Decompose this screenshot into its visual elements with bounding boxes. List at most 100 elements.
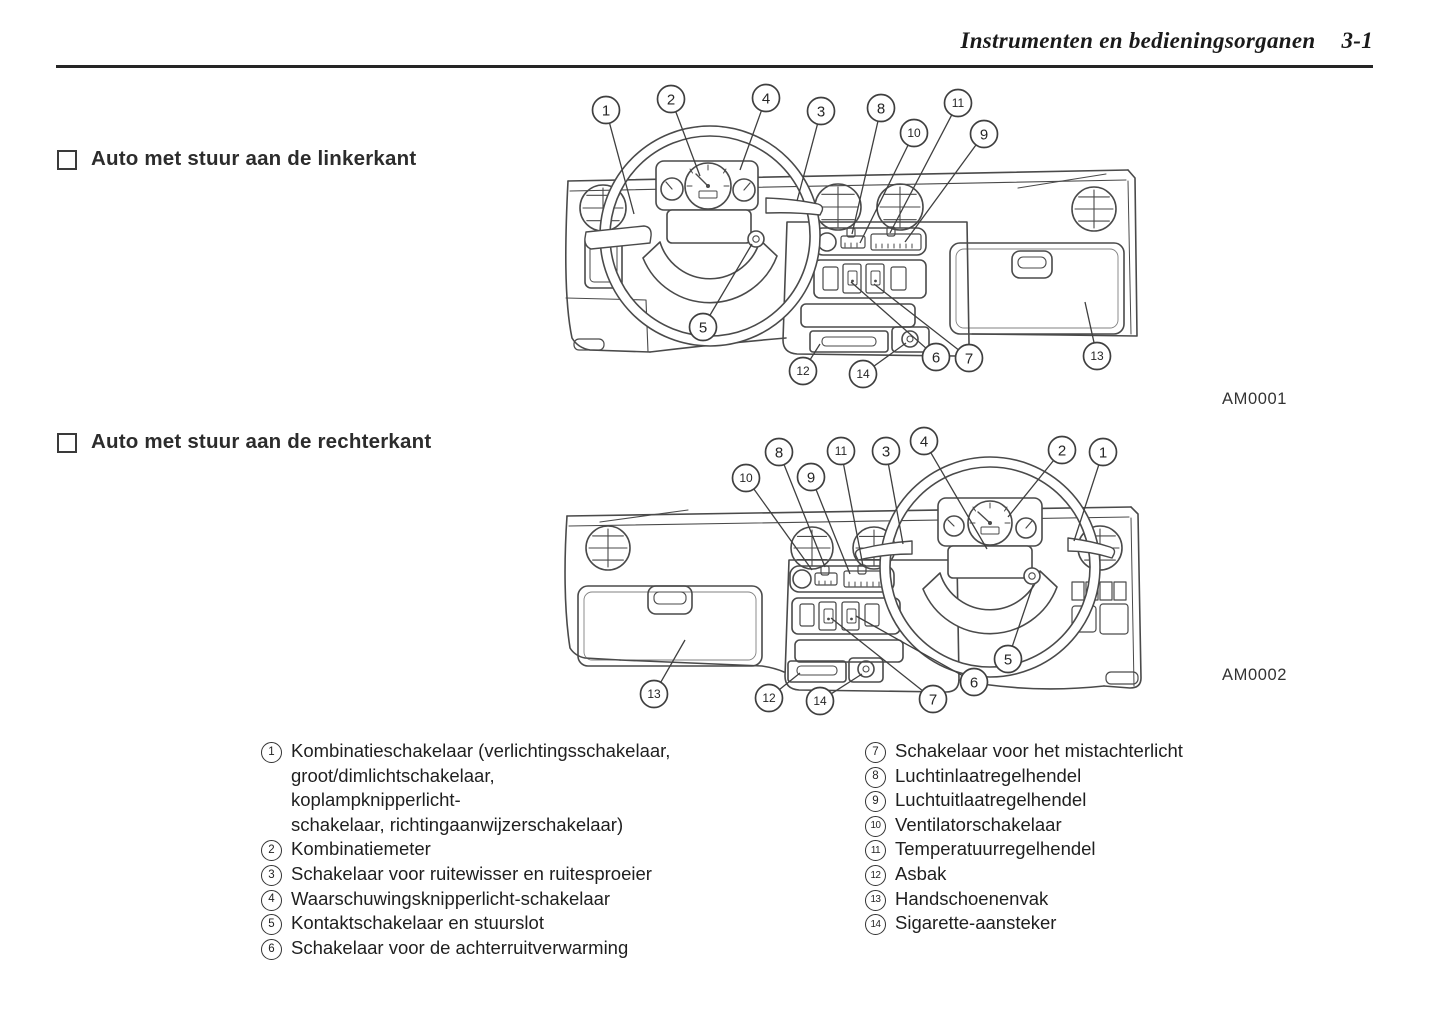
- callout-circle-4: [751, 83, 781, 113]
- ashtray: [787, 660, 847, 683]
- callout-leader-6: [855, 615, 963, 676]
- callout-circle-5: [688, 312, 718, 342]
- callout-leader-13: [660, 639, 686, 683]
- callout-leader-10: [859, 144, 909, 244]
- callout-leader-1: [1073, 464, 1100, 542]
- temp-gauge: [732, 178, 756, 202]
- legend-text-14: Sigarette-aansteker: [895, 912, 1057, 934]
- ashtray: [809, 330, 889, 353]
- glove-box: [949, 242, 1125, 335]
- callout-circle-10: [899, 118, 929, 148]
- callout-circle-6: [921, 342, 951, 372]
- callout-circle-10: [731, 463, 761, 493]
- callout-leader-3: [796, 123, 819, 202]
- callout-number-4: 4: [920, 433, 928, 450]
- callout-leader-11: [842, 464, 864, 567]
- page-number: 3-1: [1341, 28, 1373, 53]
- checkbox-square-icon: [57, 433, 77, 453]
- callout-circle-1: [591, 95, 621, 125]
- callout-number-3: 3: [882, 443, 890, 460]
- legend-number-12: 12: [865, 864, 886, 886]
- callout-number-12: 12: [762, 691, 776, 705]
- rear-foglight-switch: [818, 601, 837, 631]
- callout-circle-13: [1082, 341, 1112, 371]
- callout-circle-12: [754, 683, 784, 713]
- vent-slats: [1074, 189, 1114, 229]
- legend-number-11: 11: [865, 840, 886, 862]
- callout-number-11: 11: [952, 96, 965, 110]
- callout-number-13: 13: [1090, 349, 1104, 363]
- callout-circle-9: [969, 119, 999, 149]
- legend-item-8: 8 Luchtinlaatregelhendel: [865, 764, 1305, 789]
- callout-number-11: 11: [835, 444, 848, 458]
- header-rule: [56, 65, 1373, 68]
- legend-number-5: 5: [261, 914, 282, 936]
- speedometer: [967, 500, 1013, 546]
- callout-circle-2: [656, 84, 686, 114]
- callout-leader-1: [608, 122, 635, 215]
- callout-circle-4: [909, 426, 939, 456]
- callout-circle-3: [806, 96, 836, 126]
- callout-leader-12: [809, 343, 821, 360]
- callout-circle-12: [788, 356, 818, 386]
- heater-panel: [789, 565, 895, 593]
- steering-column-cover: [666, 209, 752, 244]
- legend-text-8: Luchtinlaatregelhendel: [895, 764, 1082, 786]
- legend-number-2: 2: [261, 840, 282, 862]
- vent-slats: [588, 528, 628, 568]
- callout-leader-4: [930, 452, 988, 550]
- callout-leader-8: [851, 121, 879, 235]
- cigarette-lighter: [901, 330, 919, 348]
- callout-number-5: 5: [699, 319, 707, 336]
- callout-circle-5: [993, 644, 1023, 674]
- callout-circle-9: [796, 462, 826, 492]
- figure-code-rhd: AM0002: [1222, 666, 1288, 684]
- legend-number-9: 9: [865, 791, 886, 813]
- callout-number-8: 8: [775, 444, 783, 461]
- callout-number-2: 2: [1058, 442, 1066, 459]
- callout-number-14: 14: [813, 694, 827, 708]
- callout-circle-1: [1088, 437, 1118, 467]
- callout-number-9: 9: [807, 469, 815, 486]
- callout-leader-3: [887, 464, 904, 545]
- combination-switch-stalk: [1067, 537, 1116, 559]
- legend-text-9: Luchtuitlaatregelhendel: [895, 789, 1087, 811]
- legend-text-7: Schakelaar voor het mistachterlicht: [895, 740, 1183, 761]
- rear-defogger-switch: [842, 263, 862, 294]
- section-heading-text: Auto met stuur aan de rechterkant: [91, 430, 432, 453]
- temp-gauge: [1015, 517, 1037, 539]
- legend-number-8: 8: [865, 766, 886, 788]
- vent-slats: [817, 186, 859, 228]
- callout-circle-14: [805, 686, 835, 716]
- wiper-stalk: [765, 197, 824, 216]
- callout-circle-11: [943, 88, 973, 118]
- callout-leader-5: [709, 243, 753, 316]
- legend-text-13: Handschoenenvak: [895, 887, 1049, 909]
- callout-circle-7: [918, 684, 948, 714]
- callout-number-5: 5: [1004, 651, 1012, 668]
- legend-number-3: 3: [261, 864, 282, 886]
- legend-item-3: 3 Schakelaar voor ruitewisser en ruitespr…: [261, 862, 701, 887]
- callout-circle-13: [639, 679, 669, 709]
- legend-number-6: 6: [261, 938, 282, 960]
- callout-number-4: 4: [762, 90, 770, 107]
- ignition-switch: [747, 230, 765, 248]
- callout-leader-7: [873, 283, 959, 351]
- callout-number-10: 10: [907, 126, 921, 140]
- callout-leader-2: [675, 111, 701, 177]
- fan-knob: [792, 569, 812, 589]
- callout-leader-10: [753, 488, 813, 571]
- callout-circle-7: [954, 343, 984, 373]
- legend-text-3: Schakelaar voor ruitewisser en ruitespro…: [291, 862, 652, 884]
